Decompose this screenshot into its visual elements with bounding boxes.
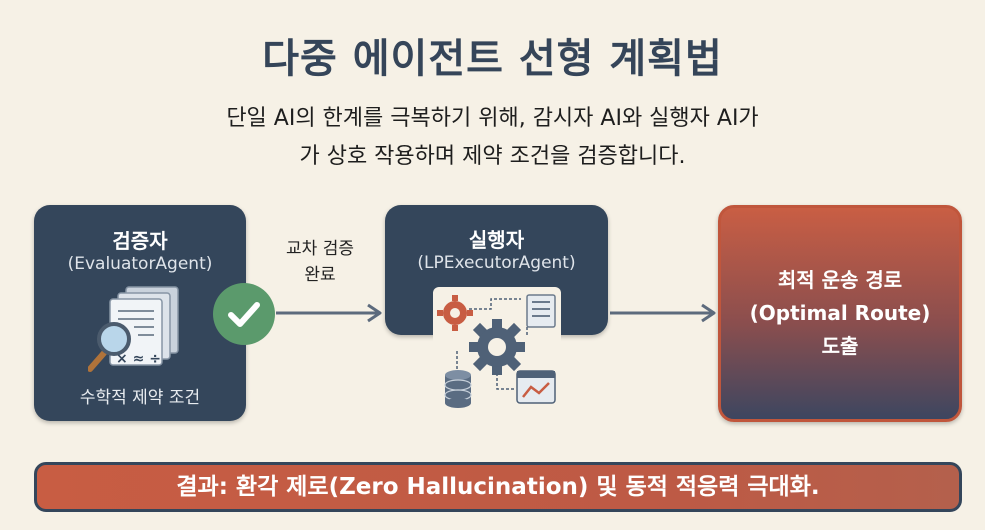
result-line-2: (Optimal Route) — [749, 301, 931, 325]
subtitle-line-2: 가 상호 작용하며 제약 조건을 검증합니다. — [299, 144, 686, 169]
result-text: 최적 운송 경로 (Optimal Route) 도출 — [721, 264, 959, 363]
subtitle-line-1: 단일 AI의 한계를 극복하기 위해, 감시자 AI와 실행자 AI가 — [226, 106, 759, 131]
result-line-3: 도출 — [821, 334, 859, 358]
result-banner: 결과: 환각 제로(Zero Hallucination) 및 동적 적응력 극… — [34, 462, 962, 512]
chart-icon — [516, 370, 556, 404]
evaluator-subtitle: (EvaluatorAgent) — [67, 254, 213, 274]
evaluator-agent-box: 검증자 (EvaluatorAgent) × ≈ ÷ 수학적 제약 조건 — [34, 205, 246, 421]
flow-label: 교차 검증 완료 — [265, 236, 375, 288]
executor-agent-box: 실행자 (LPExecutorAgent) — [385, 205, 608, 335]
magnifier-icon — [88, 322, 131, 372]
arrow-executor-to-result — [610, 303, 716, 323]
list-icon — [526, 294, 556, 328]
subtitle: 단일 AI의 한계를 극복하기 위해, 감시자 AI와 실행자 AI가 가 상호… — [0, 100, 985, 176]
executor-title: 실행자 — [468, 228, 525, 252]
executor-illustration — [433, 287, 561, 409]
page-title: 다중 에이전트 선형 계획법 — [262, 36, 723, 82]
database-icon — [444, 370, 472, 408]
optimal-route-box: 최적 운송 경로 (Optimal Route) 도출 — [718, 205, 962, 422]
small-gear-icon — [437, 295, 473, 331]
evaluator-caption: 수학적 제약 조건 — [79, 388, 201, 408]
evaluator-title: 검증자 — [112, 229, 168, 253]
flow-label-line-1: 교차 검증 — [286, 239, 354, 259]
documents-icon — [88, 286, 179, 372]
gear-icon — [469, 319, 525, 375]
executor-subtitle: (LPExecutorAgent) — [417, 253, 576, 273]
result-line-1: 최적 운송 경로 — [777, 268, 903, 292]
check-icon — [213, 283, 275, 345]
arrow-evaluator-to-executor — [276, 303, 382, 323]
math-symbols-icon: × ≈ ÷ — [116, 351, 161, 367]
flow-label-line-2: 완료 — [304, 265, 336, 285]
